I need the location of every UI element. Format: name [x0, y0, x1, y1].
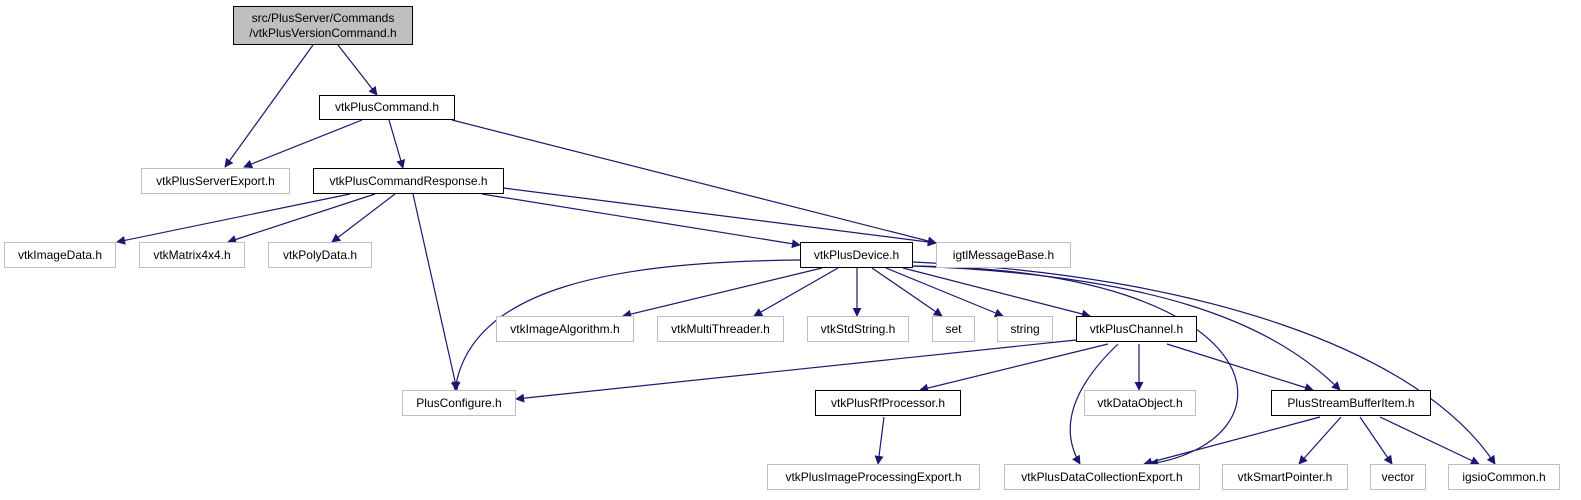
node-vtkplusdevice[interactable]: vtkPlusDevice.h — [800, 242, 913, 268]
node-vtkplusrfprocessor[interactable]: vtkPlusRfProcessor.h — [815, 390, 961, 416]
edge-channel-to-streambufferitem — [1166, 343, 1314, 392]
edge-streambufferitem-to-smartpointer — [1298, 416, 1342, 465]
edge-streambufferitem-to-datacollectionexport — [1143, 416, 1321, 467]
edge-response-to-device — [481, 193, 801, 249]
edge-response-to-plusconfigure — [412, 193, 460, 391]
root-node-label-line1: src/PlusServer/Commands — [251, 10, 395, 25]
node-vtkdataobject: vtkDataObject.h — [1084, 390, 1196, 416]
edge-response-to-imagedata — [116, 193, 351, 245]
edge-channel-to-plusconfigure — [515, 339, 1077, 403]
edge-root-to-command — [337, 44, 378, 96]
edge-device-to-igsiocommon — [912, 261, 1496, 465]
edge-device-to-set — [871, 267, 943, 317]
edge-device-to-string — [885, 267, 1004, 318]
edge-device-to-channel — [902, 267, 1091, 319]
node-igsiocommon: igsioCommon.h — [1448, 464, 1560, 490]
edge-channel-to-rfprocessor — [919, 343, 1109, 393]
node-plusstreambufferitem[interactable]: PlusStreamBufferItem.h — [1271, 390, 1431, 416]
node-vtkplusimageprocessingexport: vtkPlusImageProcessingExport.h — [767, 464, 980, 490]
node-vtkpluscommandresponse[interactable]: vtkPlusCommandResponse.h — [313, 168, 504, 194]
node-plusconfigure: PlusConfigure.h — [402, 390, 516, 416]
node-vtkstdstring: vtkStdString.h — [807, 316, 909, 342]
edge-response-to-polydata — [331, 193, 396, 243]
node-vtkpluscommand[interactable]: vtkPlusCommand.h — [319, 95, 455, 120]
node-igtlmessagebase: igtlMessageBase.h — [936, 242, 1071, 268]
node-vtkmultithreader: vtkMultiThreader.h — [657, 316, 784, 342]
node-set: set — [932, 316, 975, 342]
node-vector: vector — [1370, 464, 1426, 490]
edge-streambufferitem-to-vector — [1359, 416, 1393, 465]
node-vtkimagedata: vtkImageData.h — [4, 242, 116, 268]
edge-command-to-serverexport — [243, 119, 363, 169]
edge-device-to-datacollectionexport — [912, 265, 1239, 468]
edge-device-to-streambufferitem — [912, 265, 1341, 391]
root-node-label-line2: /vtkPlusVersionCommand.h — [249, 25, 397, 40]
node-vtkpolydata: vtkPolyData.h — [268, 242, 372, 268]
root-node-vtkplusversioncommand[interactable]: src/PlusServer/Commands /vtkPlusVersionC… — [233, 6, 413, 45]
edge-streambufferitem-to-igsiocommon — [1379, 416, 1480, 465]
edge-channel-to-datacollectionexport — [1069, 343, 1119, 465]
node-vtkimagealgorithm: vtkImageAlgorithm.h — [496, 316, 634, 342]
edge-device-to-multithreader — [753, 267, 839, 317]
node-vtksmartpointer: vtkSmartPointer.h — [1222, 464, 1348, 490]
node-vtkplusdatacollectionexport: vtkPlusDataCollectionExport.h — [1004, 464, 1200, 490]
edge-command-to-igtl — [451, 119, 937, 246]
edge-device-to-imagealgorithm — [622, 267, 823, 319]
node-string: string — [997, 316, 1053, 342]
node-vtkmatrix4x4: vtkMatrix4x4.h — [139, 242, 245, 268]
edge-rfprocessor-to-imageprocessingexport — [874, 416, 885, 465]
edge-response-to-igtl — [502, 187, 937, 247]
edge-device-to-plusconfigure — [451, 259, 801, 391]
edge-command-to-commandresponse — [388, 119, 406, 169]
edge-response-to-matrix — [227, 193, 376, 244]
edge-root-to-serverexport — [224, 44, 314, 168]
node-vtkpluschannel[interactable]: vtkPlusChannel.h — [1076, 316, 1197, 342]
node-vtkplusserverexport: vtkPlusServerExport.h — [141, 168, 290, 194]
